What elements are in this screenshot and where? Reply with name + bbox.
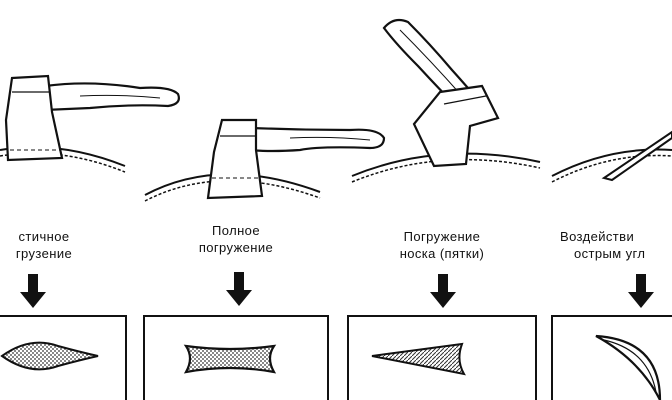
arrow-down-icon bbox=[628, 274, 654, 308]
axe-full-illustration bbox=[145, 120, 384, 201]
caption-2-line1: Полное bbox=[176, 222, 296, 239]
arrow-down-icon bbox=[20, 274, 46, 308]
wound-lens-shape bbox=[2, 343, 98, 370]
wound-crescent-shape bbox=[596, 336, 660, 400]
axe-toe-illustration bbox=[352, 20, 540, 182]
caption-4-line2: острым угл bbox=[560, 245, 672, 262]
arrow-down-icon bbox=[226, 272, 252, 306]
wound-box-2 bbox=[144, 316, 328, 400]
blade-edge-illustration bbox=[552, 132, 672, 182]
caption-4: Воздействи острым угл bbox=[560, 228, 672, 262]
caption-2: Полное погружение bbox=[176, 222, 296, 256]
axe-handle-1 bbox=[45, 83, 179, 110]
axe-partial-illustration bbox=[0, 76, 179, 172]
axe-head-2 bbox=[208, 120, 262, 198]
wound-box-1 bbox=[0, 316, 126, 400]
caption-1-line2: грузение bbox=[0, 245, 94, 262]
blade-edge bbox=[604, 132, 672, 180]
caption-3-line1: Погружение bbox=[372, 228, 512, 245]
caption-3-line2: носка (пятки) bbox=[372, 245, 512, 262]
caption-2-line2: погружение bbox=[176, 239, 296, 256]
wound-rectangle-shape bbox=[186, 346, 274, 372]
wound-box-4 bbox=[552, 316, 672, 400]
arrow-down-icon bbox=[430, 274, 456, 308]
wound-wedge-shape bbox=[372, 344, 464, 374]
caption-1-line1: стичное bbox=[0, 228, 94, 245]
wound-box-3 bbox=[348, 316, 536, 400]
caption-1: стичное грузение bbox=[0, 228, 94, 262]
caption-3: Погружение носка (пятки) bbox=[372, 228, 512, 262]
caption-4-line1: Воздействи bbox=[560, 228, 672, 245]
